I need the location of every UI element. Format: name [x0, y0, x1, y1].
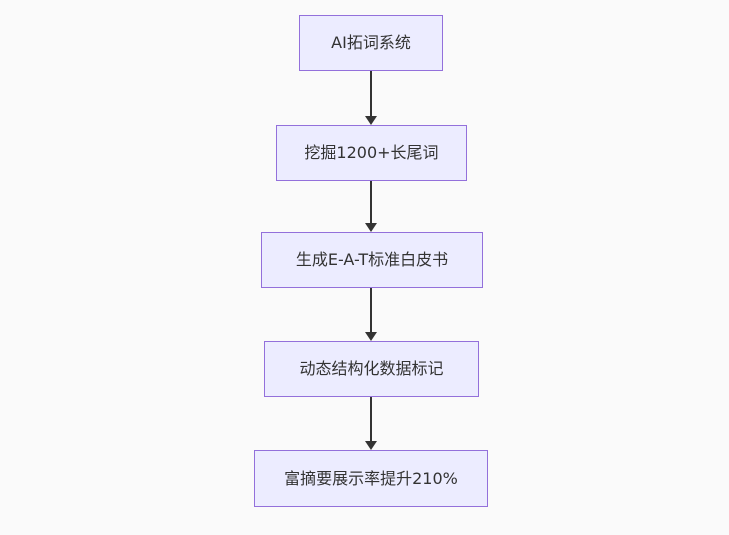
edge-line-4 [370, 397, 372, 442]
edge-line-1 [370, 71, 372, 117]
flow-node-label: 动态结构化数据标记 [299, 359, 444, 379]
edge-line-3 [370, 288, 372, 333]
flow-node-ai-word-system: AI拓词系统 [299, 15, 443, 71]
flow-node-rich-snippet-result: 富摘要展示率提升210% [254, 450, 488, 507]
flow-node-label: 富摘要展示率提升210% [284, 468, 458, 488]
arrowhead-down-icon [365, 332, 377, 341]
flow-node-label: 挖掘1200+长尾词 [304, 143, 439, 163]
arrowhead-down-icon [365, 441, 377, 450]
flow-node-eat-whitepaper: 生成E-A-T标准白皮书 [261, 232, 483, 288]
flow-node-label: AI拓词系统 [331, 33, 411, 53]
flow-node-label: 生成E-A-T标准白皮书 [295, 250, 449, 270]
flow-node-longtail-mining: 挖掘1200+长尾词 [276, 125, 467, 181]
arrowhead-down-icon [365, 223, 377, 232]
flow-node-structured-data-markup: 动态结构化数据标记 [264, 341, 479, 397]
edge-line-2 [370, 181, 372, 224]
arrowhead-down-icon [365, 116, 377, 125]
